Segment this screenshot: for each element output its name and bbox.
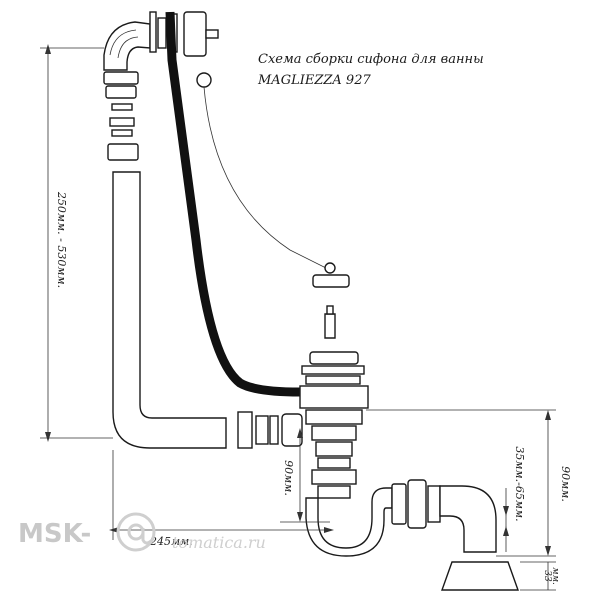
overflow-pipe xyxy=(112,171,227,449)
diagram-title: Схема сборки сифона для ванны xyxy=(258,52,484,67)
label-overflow-height: 250мм. - 530мм. xyxy=(55,191,68,288)
dim-total-height xyxy=(366,409,556,557)
dim-length xyxy=(109,450,334,540)
overflow-nut-stack xyxy=(103,71,139,161)
watermark-tail: tomatica.ru xyxy=(172,533,266,552)
dim-outlet-small xyxy=(520,561,556,591)
plug-chain xyxy=(203,86,331,271)
waste-body xyxy=(299,385,369,499)
overflow-flange xyxy=(149,11,219,57)
drain-plug xyxy=(312,262,350,288)
dim-drain-depth xyxy=(280,428,330,523)
outlet-elbow xyxy=(439,485,497,553)
label-outlet-small-unit: мм. xyxy=(550,567,560,585)
stem-pin xyxy=(326,305,334,315)
chain-ring xyxy=(196,72,212,88)
dim-overflow-height xyxy=(40,44,113,442)
label-outlet-small: 33 xyxy=(542,570,552,582)
overflow-connector xyxy=(237,411,303,449)
outlet-fittings xyxy=(391,479,441,529)
watermark-brand: MSK- xyxy=(18,519,91,549)
outlet-cone xyxy=(441,561,519,591)
watermark-logo-icon xyxy=(116,512,156,552)
plug-stem xyxy=(324,313,336,339)
s-trap xyxy=(305,487,393,557)
label-drain-depth: 90мм. xyxy=(282,460,295,496)
waste-grate xyxy=(301,351,365,385)
label-total-height: 90мм. xyxy=(559,466,572,502)
label-outlet-range: 35мм.-65мм. xyxy=(513,446,526,521)
diagram-model: MAGLIEZZA 927 xyxy=(257,73,371,88)
dim-outlet-range xyxy=(503,488,509,552)
label-length: 245мм. xyxy=(149,535,193,548)
control-cable xyxy=(165,11,301,397)
overflow-elbow xyxy=(103,21,151,71)
